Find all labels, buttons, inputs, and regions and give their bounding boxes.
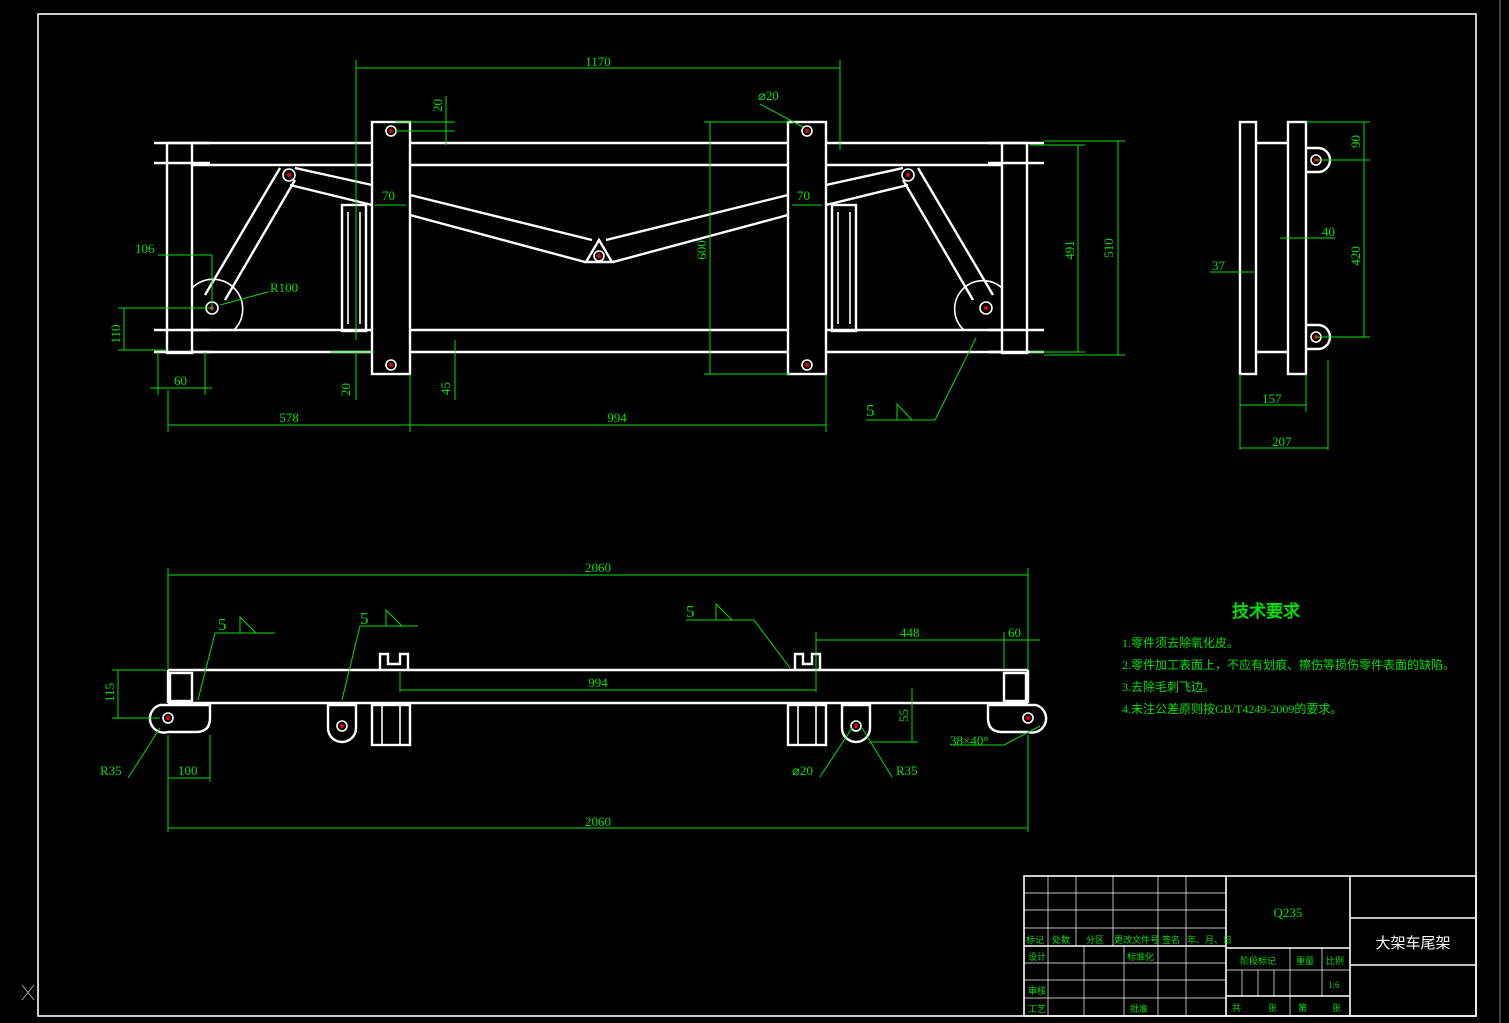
tb-label-design: 设计 — [1028, 951, 1046, 962]
tb-label-total: 共 — [1232, 1003, 1241, 1013]
dim-r35-right: R35 — [896, 763, 918, 778]
dim-40: 40 — [1322, 224, 1335, 239]
dim-70-right: 70 — [797, 188, 810, 203]
weld-symbol-top: 5 — [866, 401, 875, 420]
tb-scale: 1:6 — [1328, 980, 1340, 990]
tech-req-item-4: 4.未注公差原则按GB/T4249-2009的要求。 — [1122, 701, 1342, 716]
tb-label-check: 审核 — [1028, 985, 1046, 996]
dim-115: 115 — [102, 683, 117, 702]
dim-37: 37 — [1212, 258, 1226, 273]
front-view: 2060 5 5 5 448 60 994 115 55 38×40° R3 — [100, 560, 1048, 832]
dim-994-front: 994 — [588, 675, 608, 690]
tb-label-count: 处数 — [1052, 934, 1070, 945]
dim-2060-top: 2060 — [585, 560, 611, 575]
dim-207: 207 — [1272, 434, 1292, 449]
dim-20-top: 20 — [430, 99, 445, 112]
tb-label-change-doc: 更改文件号 — [1114, 934, 1159, 945]
dim-chamfer: 38×40° — [950, 733, 989, 748]
dim-60-front: 60 — [1008, 625, 1021, 640]
right-mount-plate — [786, 120, 828, 376]
dim-110: 110 — [108, 324, 123, 343]
dim-45: 45 — [438, 382, 453, 395]
weld-symbol-front-c: 5 — [686, 602, 695, 621]
tech-req-title: 技术要求 — [1232, 601, 1300, 621]
dim-90: 90 — [1348, 135, 1363, 148]
right-roller — [830, 203, 858, 333]
dim-2060-bottom: 2060 — [585, 814, 611, 829]
tb-label-date: 年、月、日 — [1187, 934, 1232, 945]
dim-510: 510 — [1101, 238, 1116, 258]
dim-491: 491 — [1062, 240, 1077, 260]
top-view: 1170 20 ⌀20 70 70 600 491 510 106 R100 1… — [108, 54, 1125, 432]
left-mount-plate — [370, 120, 412, 376]
dim-70-left: 70 — [382, 188, 395, 203]
left-roller — [340, 203, 368, 333]
tb-label-stage-mark: 阶段标记 — [1240, 955, 1276, 966]
weld-symbol-front-a: 5 — [218, 615, 227, 634]
dim-55: 55 — [896, 709, 911, 722]
dim-dia20-front: ⌀20 — [792, 763, 813, 778]
dim-20-bottom: 20 — [338, 383, 353, 396]
side-view: 90 420 40 37 157 207 — [1210, 120, 1370, 450]
tech-req-item-3: 3.去除毛刺飞边。 — [1122, 679, 1215, 694]
tb-label-process: 工艺 — [1028, 1004, 1046, 1014]
tb-part-name: 大架车尾架 — [1375, 935, 1450, 952]
dim-578: 578 — [279, 410, 299, 425]
tb-label-weight: 重量 — [1296, 955, 1314, 966]
ucs-cursor-icon — [21, 984, 35, 1001]
tech-req-item-1: 1.零件须去除氧化皮。 — [1122, 635, 1239, 650]
tb-material: Q235 — [1274, 905, 1303, 920]
tb-label-zone: 分区 — [1086, 935, 1104, 945]
tb-label-sheets: 张 — [1268, 1003, 1277, 1013]
tb-label-approve: 批准 — [1130, 1003, 1148, 1014]
tech-req-item-2: 2.零件加工表面上，不应有划痕、擦伤等损伤零件表面的缺陷。 — [1122, 657, 1455, 672]
dim-r100: R100 — [270, 280, 298, 295]
drawing-border — [37, 13, 1477, 1017]
dim-60: 60 — [174, 373, 187, 388]
tb-label-ratio: 比例 — [1326, 955, 1344, 966]
dim-994-top: 994 — [607, 410, 627, 425]
dim-420: 420 — [1348, 246, 1363, 266]
title-block: 标记 处数 分区 更改文件号 签名 年、月、日 设计 标准化 阶段标记 重量 比… — [1023, 875, 1477, 1017]
technical-requirements: 技术要求 1.零件须去除氧化皮。 2.零件加工表面上，不应有划痕、擦伤等损伤零件… — [1122, 601, 1455, 716]
dim-106: 106 — [135, 241, 155, 256]
dim-1170: 1170 — [585, 54, 611, 69]
dim-157: 157 — [1262, 391, 1282, 406]
tb-label-mark: 标记 — [1026, 934, 1044, 945]
tb-label-standardize: 标准化 — [1127, 951, 1154, 962]
dim-100: 100 — [178, 763, 198, 778]
dim-448: 448 — [900, 625, 920, 640]
tb-label-sheet2: 张 — [1332, 1003, 1341, 1013]
tb-label-page: 第 — [1298, 1002, 1307, 1013]
dim-r35-left: R35 — [100, 763, 122, 778]
dim-dia20-top: ⌀20 — [758, 88, 779, 103]
weld-symbol-front-b: 5 — [360, 609, 369, 628]
tb-label-signature: 签名 — [1162, 934, 1180, 945]
dim-600: 600 — [694, 240, 709, 260]
